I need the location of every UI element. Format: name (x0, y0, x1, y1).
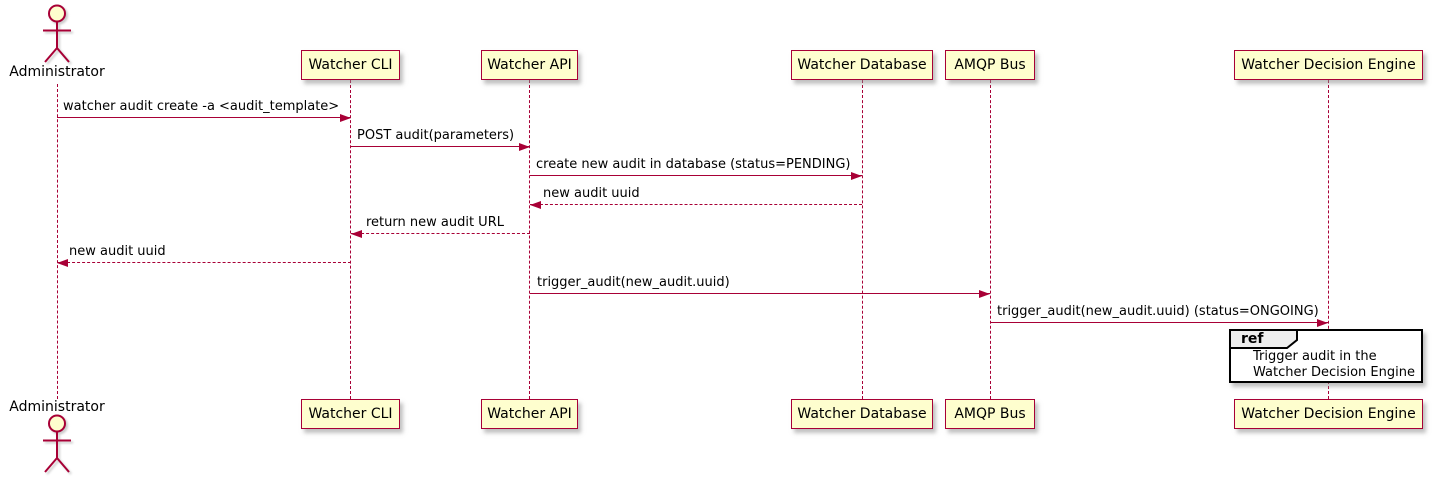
message-label: watcher audit create -a <audit_template> (63, 99, 340, 114)
arrowhead-left-icon (530, 201, 541, 209)
message-label: return new audit URL (366, 215, 504, 230)
message-5: return new audit URL (351, 215, 530, 238)
message-7: trigger_audit(new_audit.uuid) (530, 275, 990, 298)
participant-watcher-cli-top: Watcher CLI (301, 50, 400, 80)
actor-administrator-label-bottom: Administrator (9, 399, 105, 415)
actor-administrator-figure-top (37, 4, 77, 68)
participant-amqp-bus-top: AMQP Bus (945, 50, 1035, 80)
participant-watcher-decision-engine-bottom: Watcher Decision Engine (1234, 399, 1423, 429)
lifeline-watcher-decision-engine (1327, 80, 1329, 399)
message-label: trigger_audit(new_audit.uuid) (status=ON… (997, 304, 1319, 319)
ref-fragment: ref Trigger audit in the Watcher Decisio… (1229, 329, 1423, 383)
message-8: trigger_audit(new_audit.uuid) (status=ON… (990, 304, 1328, 327)
message-4: new audit uuid (530, 186, 862, 209)
message-label: new audit uuid (69, 244, 166, 259)
ref-keyword: ref (1241, 331, 1264, 347)
message-arrow-line (57, 117, 351, 118)
message-return-line (351, 233, 530, 234)
participant-watcher-api-top: Watcher API (481, 50, 578, 80)
message-label: create new audit in database (status=PEN… (536, 157, 851, 172)
lifeline-watcher-database (861, 80, 863, 399)
message-label: new audit uuid (543, 186, 640, 201)
participant-watcher-database-top: Watcher Database (791, 50, 933, 80)
arrowhead-right-icon (851, 172, 862, 180)
message-return-line (57, 262, 351, 263)
participant-amqp-bus-bottom: AMQP Bus (945, 399, 1035, 429)
message-6: new audit uuid (57, 244, 351, 267)
ref-tab (1229, 329, 1298, 349)
actor-administrator-figure-bottom (37, 414, 77, 478)
ref-text: Trigger audit in the Watcher Decision En… (1253, 349, 1415, 381)
message-arrow-line (990, 322, 1328, 323)
message-label: trigger_audit(new_audit.uuid) (537, 275, 730, 290)
lifeline-amqp-bus (989, 80, 991, 399)
participant-watcher-cli-bottom: Watcher CLI (301, 399, 400, 429)
participant-watcher-decision-engine-top: Watcher Decision Engine (1234, 50, 1423, 80)
arrowhead-left-icon (351, 230, 362, 238)
message-3: create new audit in database (status=PEN… (530, 157, 862, 180)
lifeline-administrator (56, 84, 58, 399)
lifeline-watcher-cli (350, 80, 351, 399)
lifeline-watcher-api (529, 80, 530, 399)
ref-text-line-1: Trigger audit in the (1253, 349, 1377, 364)
arrowhead-right-icon (979, 290, 990, 298)
message-arrow-line (530, 175, 862, 176)
actor-icon (43, 414, 71, 473)
participant-watcher-api-bottom: Watcher API (481, 399, 578, 429)
actor-icon (43, 4, 71, 63)
ref-text-line-2: Watcher Decision Engine (1253, 365, 1415, 380)
message-return-line (530, 204, 862, 205)
arrowhead-right-icon (519, 143, 530, 151)
message-1: watcher audit create -a <audit_template> (57, 99, 351, 122)
participant-watcher-database-bottom: Watcher Database (791, 399, 933, 429)
message-2: POST audit(parameters) (351, 128, 530, 151)
arrowhead-right-icon (340, 114, 351, 122)
arrowhead-left-icon (57, 259, 68, 267)
message-arrow-line (530, 293, 990, 294)
actor-administrator-label-top: Administrator (9, 64, 105, 80)
message-label: POST audit(parameters) (357, 128, 515, 143)
arrowhead-right-icon (1317, 319, 1328, 327)
message-arrow-line (351, 146, 530, 147)
